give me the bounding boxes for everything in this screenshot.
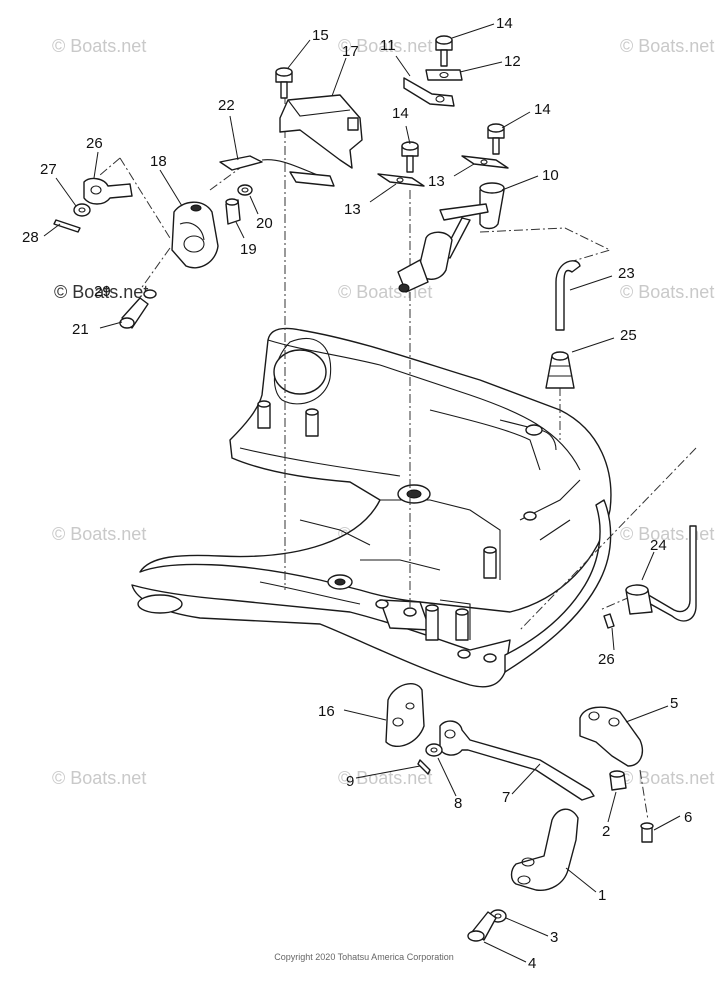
housing-bosses [257, 400, 543, 663]
callout-13: 13 [428, 173, 445, 190]
callout-6: 6 [684, 809, 692, 826]
callout-5: 5 [670, 695, 678, 712]
callout-14: 14 [496, 15, 513, 32]
knob-24 [625, 584, 653, 615]
bolt-14-right [487, 123, 505, 155]
callout-15: 15 [312, 27, 329, 44]
callout-19: 19 [240, 241, 257, 258]
callout-20: 20 [256, 215, 273, 232]
bottom-cowl-housing [131, 327, 612, 688]
callout-21: 21 [72, 321, 89, 338]
callout-23: 23 [618, 265, 635, 282]
bolt-4 [467, 911, 497, 942]
shift-rod-10 [397, 182, 505, 293]
callout-10: 10 [542, 167, 559, 184]
washer-8 [425, 743, 443, 757]
watermark: © Boats.net [620, 36, 714, 56]
collar-2 [609, 770, 627, 791]
callout-1: 1 [598, 887, 606, 904]
throttle-cable-22 [219, 155, 335, 187]
copyright-text: Copyright 2020 Tohatsu America Corporati… [274, 952, 453, 962]
throttle-lever-18 [171, 201, 219, 269]
callout-28: 27 [40, 161, 57, 178]
callout-11: 11 [380, 37, 396, 54]
callout-3: 3 [550, 929, 558, 946]
hose-23 [555, 260, 581, 331]
alignment-lines [99, 95, 697, 821]
collar-19 [225, 198, 241, 225]
callout-18: 18 [150, 153, 167, 170]
callout-16: 16 [318, 703, 335, 720]
watermark-dark: © Boats.net [54, 282, 148, 302]
callout-17: 17 [342, 43, 359, 60]
watermark: © Boats.net [52, 768, 146, 788]
bolt-15 [275, 67, 293, 99]
callout-12: 12 [504, 53, 521, 70]
callout-26: 25 [620, 327, 637, 344]
watermark: © Boats.net [338, 36, 432, 56]
leader-lines [43, 23, 681, 963]
clip-11 [403, 77, 455, 107]
bolt-21 [119, 289, 157, 329]
callout-24: 24 [650, 537, 667, 554]
shift-lever-5 [579, 706, 644, 767]
watermark: © Boats.net [620, 768, 714, 788]
shift-rod-7 [439, 720, 595, 801]
callout-2: 2 [602, 823, 610, 840]
plate-13-left [377, 173, 425, 187]
cable-bracket-17 [279, 94, 363, 169]
callout-13: 13 [344, 201, 361, 218]
washer-28 [73, 203, 91, 217]
bolt-6 [640, 822, 654, 843]
pin-9 [417, 759, 431, 775]
plate-13-right [461, 155, 509, 169]
watermark: © Boats.net [338, 768, 432, 788]
pin-25 [603, 613, 615, 629]
callout-14: 14 [534, 101, 551, 118]
plate-12 [425, 69, 463, 81]
bolt-14-top [435, 35, 453, 67]
pin-29 [53, 219, 81, 233]
callout-29: 28 [22, 229, 39, 246]
callout-9: 9 [346, 773, 354, 790]
callout-14: 14 [392, 105, 409, 122]
callout-7: 7 [502, 789, 510, 806]
watermark: © Boats.net [620, 282, 714, 302]
callout-22: 22 [218, 97, 235, 114]
callout-8: 8 [454, 795, 462, 812]
callout-27: 26 [86, 135, 103, 152]
callout-labels: 15 17 11 14 12 14 14 13 13 10 22 26 18 2… [22, 15, 692, 972]
grommet-26 [545, 351, 575, 389]
callout-29: 29 [94, 283, 111, 300]
watermark: © Boats.net [52, 524, 146, 544]
watermark: © Boats.net [52, 36, 146, 56]
shift-arm-1 [510, 808, 579, 891]
cover-plate-16 [385, 682, 425, 747]
bolt-14-mid [401, 141, 419, 173]
watermark: © Boats.net [620, 524, 714, 544]
callout-25: 26 [598, 651, 615, 668]
washer-20 [237, 184, 253, 196]
callout-4: 4 [528, 955, 536, 972]
ball-joint-27 [83, 177, 133, 205]
